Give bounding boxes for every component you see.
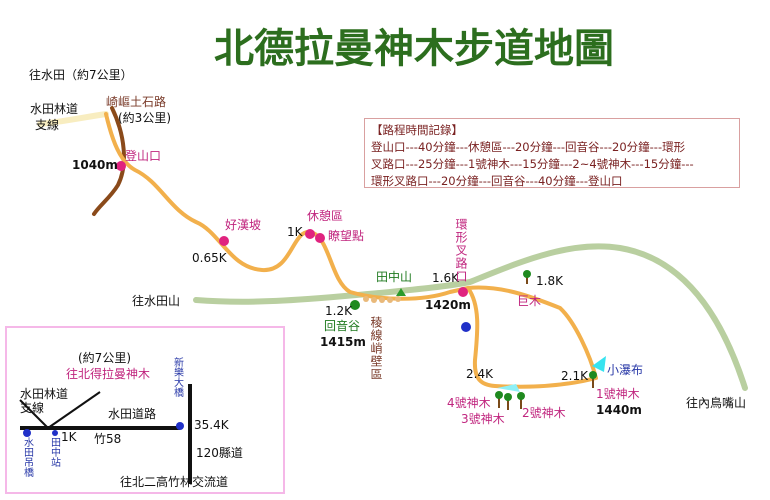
haohan-dist-label: 0.65K — [192, 251, 228, 265]
viewpoint-marker[interactable] — [315, 233, 325, 243]
tree-2-label: 2號神木 — [522, 406, 566, 420]
inset-tianzhong-label: 田中站 — [49, 437, 61, 468]
to-neiniao-label: 往內鳥嘴山 — [686, 395, 746, 410]
inset-shuitian-road-label: 水田道路 — [108, 406, 156, 421]
ridge-rock-label: 稜線峭壁區 — [369, 316, 383, 381]
inset-branch-label-2: 支線 — [20, 400, 44, 415]
ridge-rock-dots — [363, 296, 401, 303]
tree-1-label: 1號神木 — [596, 387, 640, 401]
haohan-marker[interactable] — [219, 236, 229, 246]
km-24-label: 2.4K — [466, 367, 494, 381]
inset-branch-label-1: 水田林道 — [20, 387, 68, 401]
shuitian-branch-label-2: 支線 — [35, 117, 59, 132]
inset-to-freeway-label: 往北二高竹林交流道 — [120, 474, 228, 489]
to-shuitian-label: 往水田（約7公里） — [29, 67, 133, 82]
echo-valley-marker[interactable] — [350, 300, 360, 310]
rock-road-dist-label: (約3公里) — [118, 110, 171, 125]
rock-road-label: 崎嶇土石路 — [106, 94, 166, 109]
viewpoint-label: 瞭望點 — [328, 229, 364, 243]
trailhead-label: 登山口 — [125, 148, 161, 163]
inset-map: (約7公里) 往北得拉曼神木 水田林道 支線 水田道路 35.4K 竹58 12… — [19, 350, 243, 489]
inset-tianzhong-marker[interactable] — [52, 430, 58, 436]
record-line-1: 登山口---40分鐘---休憩區---20分鐘---回音谷---20分鐘---環… — [371, 140, 686, 154]
inset-xinle-marker[interactable] — [176, 422, 184, 430]
map-title: 北德拉曼神木步道地圖 — [214, 26, 614, 72]
loop-blue-marker[interactable] — [461, 322, 471, 332]
tianzhong-peak-icon — [396, 288, 406, 296]
trailhead-alt-label: 1040m — [72, 158, 118, 172]
giant-tree-label: 巨木 — [517, 294, 541, 308]
waterfall-shape — [592, 356, 606, 372]
record-heading: 【路程時間記錄】 — [371, 123, 463, 137]
haohan-label: 好漢坡 — [225, 218, 261, 232]
branch-road — [37, 111, 109, 127]
record-line-3: 環形叉路口---20分鐘---回音谷---40分鐘---登山口 — [371, 174, 623, 188]
inset-to-beidelaman-label: 往北得拉曼神木 — [66, 366, 150, 381]
loop-junction-marker[interactable] — [458, 287, 468, 297]
rest-area-label: 休憩區 — [307, 208, 343, 223]
inset-shuitian-bridge-marker[interactable] — [23, 429, 31, 437]
echo-alt-label: 1415m — [320, 335, 366, 349]
tree-1-icon — [589, 371, 597, 388]
tree-3-label: 3號神木 — [461, 412, 505, 426]
inset-road-branch-2 — [19, 399, 49, 429]
shuitian-branch-label-1: 水田林道 — [30, 102, 78, 116]
ridge-road — [193, 243, 748, 391]
km-21-label: 2.1K — [561, 369, 589, 383]
main-trail — [104, 112, 598, 389]
inset-zhu58-label: 竹58 — [94, 432, 121, 446]
inset-shuitian-bridge-label: 水田吊橋 — [22, 437, 34, 478]
record-line-2: 叉路口---25分鐘---1號神木---15分鐘---2~4號神木---15分鐘… — [371, 157, 694, 171]
junction-alt-label: 1420m — [425, 298, 471, 312]
time-record-box: 【路程時間記錄】 登山口---40分鐘---休憩區---20分鐘---回音谷--… — [364, 118, 740, 188]
ridge-dist-label: 1.2K — [325, 304, 353, 318]
giant-tree-icon — [523, 270, 531, 284]
tree-4-icon — [495, 391, 503, 408]
tree-4-label: 4號神木 — [447, 396, 491, 410]
stream-shape — [497, 384, 520, 392]
km-1-label: 1K — [287, 225, 304, 239]
loop-junction-label: 環形叉路口 — [454, 218, 468, 283]
to-shuitian-mtn-label: 往水田山 — [132, 293, 180, 308]
rocky-road — [92, 106, 126, 216]
rest-area-marker[interactable] — [305, 229, 315, 239]
tianzhong-label: 田中山 — [376, 269, 412, 284]
inset-xinle-label: 新樂大橋 — [172, 356, 184, 398]
tree-2-icon — [517, 392, 525, 409]
inset-road-branch — [47, 391, 101, 429]
tree-3-icon — [504, 393, 512, 410]
small-fall-label: 小瀑布 — [607, 363, 643, 377]
inset-frame — [5, 326, 285, 494]
junction-dist-label: 1.6K — [432, 271, 460, 285]
km-18-label: 1.8K — [536, 274, 564, 288]
echo-valley-label: 回音谷 — [324, 318, 360, 333]
inset-county120-label: 120縣道 — [196, 446, 243, 460]
tree-1-alt-label: 1440m — [596, 403, 642, 417]
inset-km-354-label: 35.4K — [194, 418, 230, 432]
inset-dist-label: (約7公里) — [78, 350, 131, 365]
inset-km-1-label: 1K — [61, 430, 78, 444]
trailhead-marker[interactable] — [116, 161, 126, 171]
